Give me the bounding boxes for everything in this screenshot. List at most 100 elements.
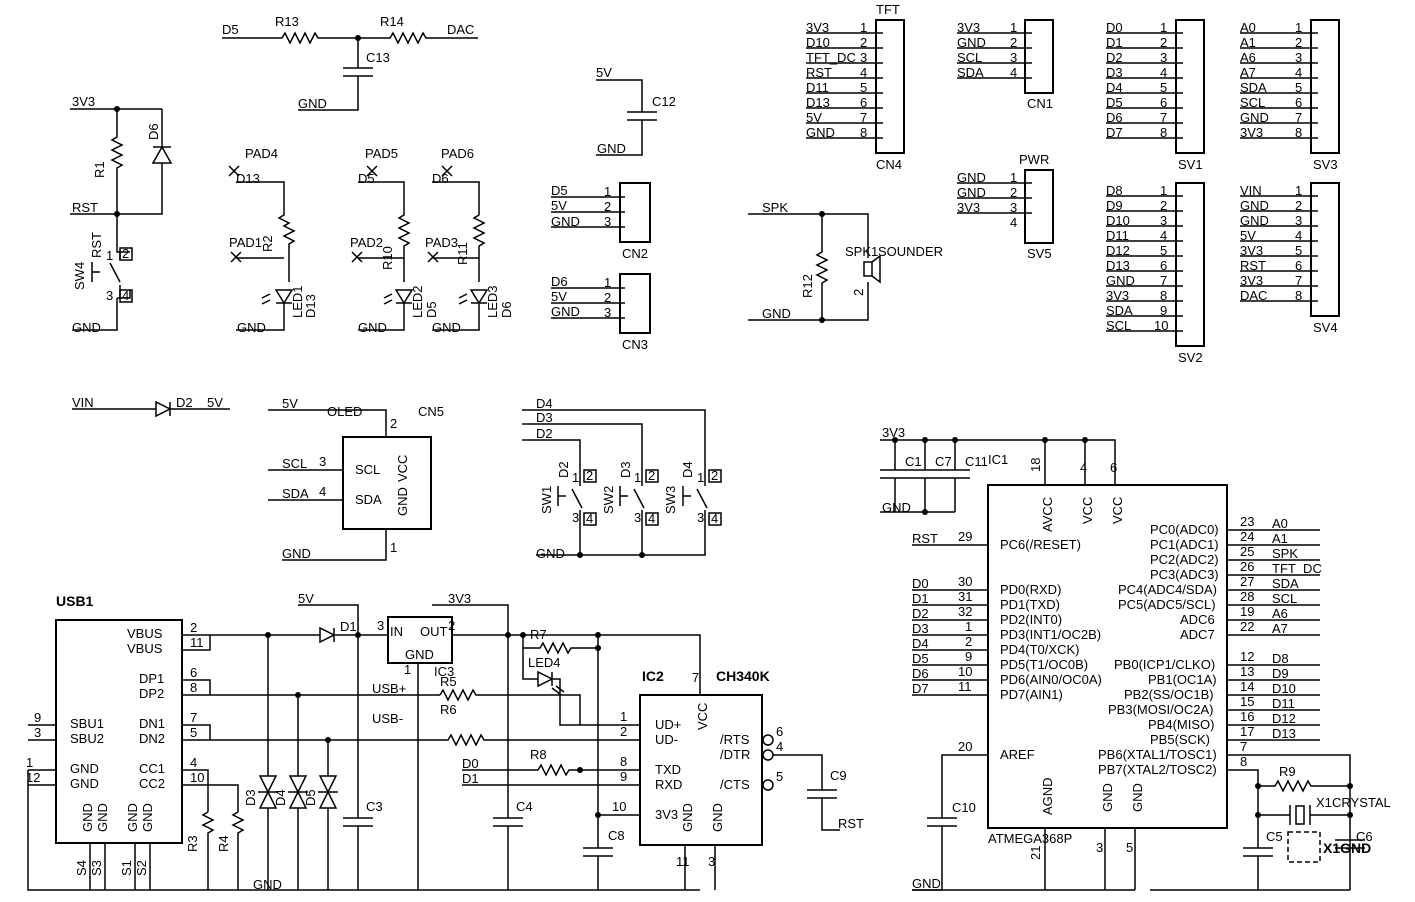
pin-number: 6 xyxy=(860,95,867,110)
part-label: OLED xyxy=(327,404,362,419)
part-label: CN3 xyxy=(622,337,648,352)
pin-label: PB4(MISO) xyxy=(1148,717,1214,732)
net-label: D13 xyxy=(1106,258,1130,273)
pin-number: 7 xyxy=(860,110,867,125)
pin-number: 7 xyxy=(1160,273,1167,288)
pin-number: 3 xyxy=(1010,50,1017,65)
reset-circuit: 3V3 RST GND R1 D6 SW4 RST 1 2 3 4 xyxy=(70,94,173,335)
net-label: D7 xyxy=(1106,125,1123,140)
net-label: 3V3 xyxy=(1106,288,1129,303)
pin-label: OUT xyxy=(420,624,448,639)
part-label: C4 xyxy=(516,799,533,814)
net-label: D10 xyxy=(1106,213,1130,228)
net-label: 5V xyxy=(596,65,612,80)
pin-number: 1 xyxy=(965,619,972,634)
pin-number: 1 xyxy=(1010,170,1017,185)
pin-number: 6 xyxy=(1295,258,1302,273)
pin-number: 9 xyxy=(34,710,41,725)
part-label: C1 xyxy=(905,454,922,469)
pin-number: 15 xyxy=(1240,694,1254,709)
pin-number: 1 xyxy=(1160,20,1167,35)
pin-number: 2 xyxy=(965,634,972,649)
pin-number: 4 xyxy=(1160,65,1167,80)
pin-label: PC6(/RESET) xyxy=(1000,537,1081,552)
net-label: D4 xyxy=(536,396,553,411)
net-label: RST xyxy=(72,200,98,215)
pin-number: 2 xyxy=(851,289,866,296)
part-label: SV2 xyxy=(1178,350,1203,365)
part-label: D3 xyxy=(618,461,633,478)
pin-label: PB6(XTAL1/TOSC1) xyxy=(1098,747,1217,762)
part-label: R9 xyxy=(1279,764,1296,779)
net-label: D8 xyxy=(1106,183,1123,198)
pin-label: GND xyxy=(710,803,725,832)
pin-label: SCL xyxy=(355,462,380,477)
pin-label: GND xyxy=(1100,783,1115,812)
pin-number: 17 xyxy=(1240,724,1254,739)
net-label: D13 xyxy=(236,171,260,186)
part-label: PAD4 xyxy=(245,146,278,161)
pin-label: PD5(T1/OC0B) xyxy=(1000,657,1088,672)
pin-number: 4 xyxy=(1080,460,1087,475)
pin-label: GND xyxy=(405,647,434,662)
pin-number: 19 xyxy=(1240,604,1254,619)
pin-number: 31 xyxy=(958,589,972,604)
pin-number: 6 xyxy=(190,665,197,680)
net-label: 3V3 xyxy=(1240,243,1263,258)
net-label: GND xyxy=(762,306,791,321)
net-label: SDA xyxy=(1106,303,1133,318)
part-label: IC1 xyxy=(988,452,1008,467)
pin-number: 3 xyxy=(377,618,384,633)
pin-label: PD0(RXD) xyxy=(1000,582,1061,597)
net-label: D4 xyxy=(912,636,929,651)
pin-label: S2 xyxy=(134,860,149,876)
net-label: SCL xyxy=(1106,318,1131,333)
pin-label: VCC xyxy=(695,703,710,730)
pin-number: 22 xyxy=(1240,619,1254,634)
pin-number: 7 xyxy=(1295,110,1302,125)
net-label: 3V3 xyxy=(882,425,905,440)
part-label: R10 xyxy=(380,246,395,270)
pin-label: VBUS xyxy=(127,641,163,656)
pin-label: GND xyxy=(125,803,140,832)
part-label: CN5 xyxy=(418,404,444,419)
part-label: R5 xyxy=(440,674,457,689)
part-label: SW4 xyxy=(72,262,87,290)
cn2-connector: D5 5V GND 1 2 3 CN2 xyxy=(551,182,651,261)
pin-label: VBUS xyxy=(127,626,163,641)
pin-number: 1 xyxy=(1160,183,1167,198)
part-label: X1 xyxy=(1316,795,1332,810)
pin-label: SDA xyxy=(355,492,382,507)
net-label: D4 xyxy=(1106,80,1123,95)
net-label: D5 xyxy=(912,651,929,666)
net-label: D0 xyxy=(462,756,479,771)
part-label: TFT xyxy=(876,2,900,17)
pin-label: PB1(OC1A) xyxy=(1148,672,1217,687)
part-label: C13 xyxy=(366,50,390,65)
net-label: 3V3 xyxy=(806,20,829,35)
pin-number: 18 xyxy=(1028,458,1043,472)
net-label: GND xyxy=(882,500,911,515)
pin-number: 8 xyxy=(190,680,197,695)
net-label: D5 xyxy=(424,301,439,318)
net-label: 5V xyxy=(298,591,314,606)
part-label: LED1 xyxy=(290,285,305,318)
part-label: D2 xyxy=(556,461,571,478)
net-label: D1 xyxy=(912,591,929,606)
net-label: GND xyxy=(432,320,461,335)
pin-number: 3 xyxy=(860,50,867,65)
pin-number: 7 xyxy=(1240,739,1247,754)
pin-label: PD6(AIN0/OC0A) xyxy=(1000,672,1102,687)
pin-label: CC2 xyxy=(139,776,165,791)
part-label: LED2 xyxy=(410,285,425,318)
net-label: 3V3 xyxy=(957,200,980,215)
sv1-header: D0 D1 D2 D3 D4 D5 D6 D7 1 2 3 4 5 6 7 8 … xyxy=(1106,19,1205,172)
pin-label: PB7(XTAL2/TOSC2) xyxy=(1098,762,1217,777)
pin-number: 3 xyxy=(34,725,41,740)
net-label: D3 xyxy=(536,410,553,425)
net-label: SCL xyxy=(1272,591,1297,606)
net-label: A7 xyxy=(1240,65,1256,80)
net-label: SCL xyxy=(957,50,982,65)
pin-number: 7 xyxy=(190,710,197,725)
pin-number: 6 xyxy=(1110,460,1117,475)
